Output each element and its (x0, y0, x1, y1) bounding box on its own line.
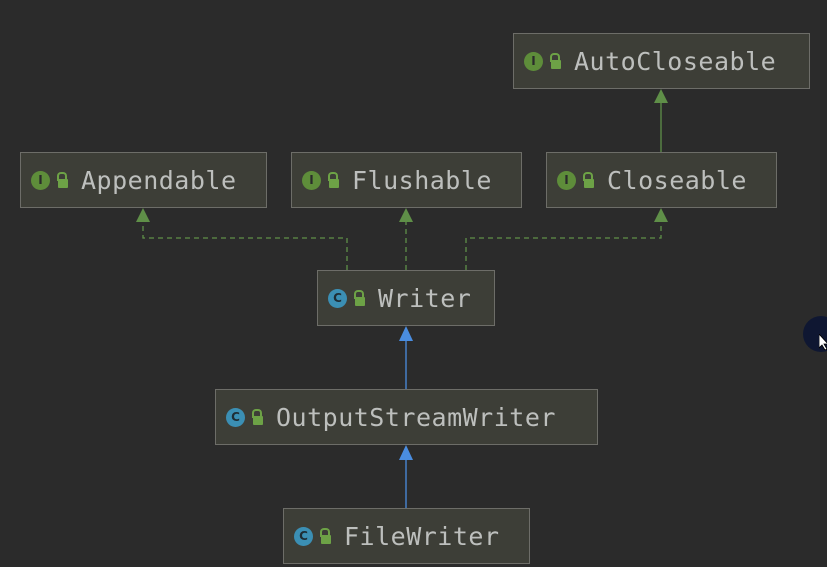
class-icon: C (294, 526, 313, 546)
arrowhead-autocloseable (654, 89, 668, 103)
edge-writer-appendable (142, 221, 348, 270)
node-outputstreamwriter[interactable]: C OutputStreamWriter (215, 389, 598, 445)
interface-icon: I (557, 170, 576, 190)
unlocked-padlock-icon (352, 289, 366, 307)
node-flushable[interactable]: I Flushable (291, 152, 522, 208)
unlocked-padlock-icon (250, 408, 264, 426)
unlocked-padlock-icon (318, 527, 332, 545)
interface-icon: I (524, 51, 543, 71)
arrowhead-flushable (399, 208, 413, 222)
node-label: Writer (378, 283, 472, 313)
node-closeable[interactable]: I Closeable (546, 152, 777, 208)
unlocked-padlock-icon (581, 171, 595, 189)
node-appendable[interactable]: I Appendable (20, 152, 267, 208)
node-label: AutoCloseable (574, 46, 777, 76)
class-icon: C (226, 407, 245, 427)
arrowhead-outputstreamwriter (399, 445, 413, 460)
unlocked-padlock-icon (55, 171, 69, 189)
arrowhead-appendable (136, 208, 150, 222)
node-label: Flushable (352, 165, 492, 195)
unlocked-padlock-icon (326, 171, 340, 189)
class-icon: C (328, 288, 347, 308)
node-writer[interactable]: C Writer (317, 270, 495, 326)
node-filewriter[interactable]: C FileWriter (283, 508, 530, 564)
edge-writer-closeable (465, 221, 662, 270)
interface-icon: I (302, 170, 321, 190)
arrowhead-closeable (654, 208, 668, 222)
arrowhead-writer (399, 326, 413, 341)
node-label: OutputStreamWriter (276, 402, 556, 432)
node-label: Appendable (81, 165, 237, 195)
unlocked-padlock-icon (548, 52, 562, 70)
node-label: Closeable (607, 165, 747, 195)
mouse-pointer-icon (803, 316, 827, 352)
node-label: FileWriter (344, 521, 500, 551)
interface-icon: I (31, 170, 50, 190)
node-autocloseable[interactable]: I AutoCloseable (513, 33, 810, 89)
